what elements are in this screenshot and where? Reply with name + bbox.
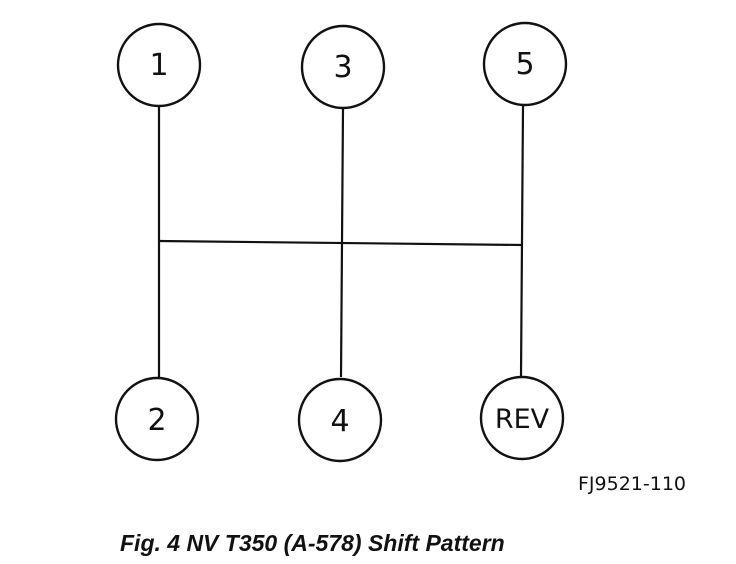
gear-reverse: REV [479, 375, 565, 461]
figure-code: FJ9521-110 [578, 473, 686, 495]
gear-1-label: 1 [149, 48, 168, 83]
gear-2: 2 [114, 376, 200, 462]
gear-2-circle [114, 376, 200, 462]
gear-4: 4 [297, 377, 383, 463]
gate-line-right [519, 105, 525, 377]
gear-2-label: 2 [147, 403, 166, 438]
gear-4-label: 4 [330, 404, 349, 439]
figure-caption: Fig. 4 NV T350 (A-578) Shift Pattern [120, 530, 505, 556]
gear-3: 3 [300, 24, 386, 110]
gate-line-neutral [158, 239, 524, 247]
gear-3-label: 3 [333, 50, 352, 85]
gear-5: 5 [482, 21, 568, 107]
gear-5-label: 5 [515, 47, 534, 82]
gear-4-circle [297, 377, 383, 463]
gear-3-circle [300, 24, 386, 110]
gear-reverse-label: REV [495, 404, 550, 435]
gear-5-circle [482, 21, 568, 107]
gear-reverse-circle [479, 375, 565, 461]
gear-1: 1 [116, 22, 202, 108]
gear-1-circle [116, 22, 202, 108]
